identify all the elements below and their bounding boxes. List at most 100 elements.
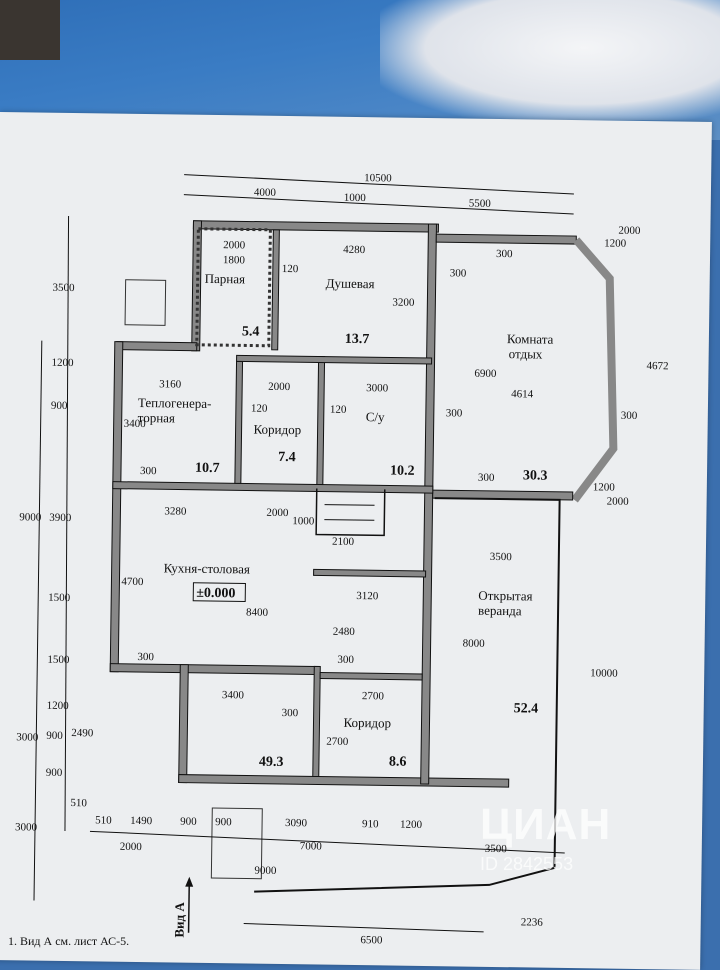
dim-label: 1200: [400, 819, 423, 831]
wall-bay: [571, 237, 618, 503]
floor-plan-sheet: Парная 5.4 Душевая 13.7 Комната отдых 30…: [0, 112, 712, 970]
dim-label: 1000: [344, 192, 367, 204]
level-mark-box: [192, 582, 246, 602]
room-lounge-name-2: отдых: [509, 346, 543, 361]
watermark-id: ID 2842553: [480, 854, 574, 874]
dim-label: 4000: [254, 187, 277, 199]
room-corridor1-name: Коридор: [253, 422, 301, 438]
dim-label: 3500: [52, 282, 75, 294]
dim-label: 2490: [71, 727, 94, 739]
dim-label: 2100: [332, 536, 355, 548]
wall-lounge-top: [435, 233, 577, 245]
steam-room-insulation: [195, 227, 272, 348]
room-lounge-area: 30.3: [523, 468, 548, 483]
entry-steps-south: [210, 807, 263, 880]
dim-label: 300: [140, 465, 157, 477]
background-corner: [0, 0, 60, 60]
wall-kitchen-top: [112, 481, 434, 494]
room-kitchen-name: Кухня-столовая: [164, 560, 250, 576]
dim-line-left2: [64, 215, 70, 831]
room-veranda-name-2: веранда: [478, 603, 522, 619]
room-steam-area: 5.4: [242, 324, 260, 339]
view-label: Вид А: [171, 901, 187, 937]
sheet-note: 1. Вид А см. лист АС-5.: [8, 934, 130, 948]
room-heat-area: 10.7: [195, 461, 220, 476]
wall-corridor-left: [234, 360, 244, 484]
dim-label: 1000: [292, 515, 315, 527]
dim-label: 2000: [618, 225, 641, 237]
dim-label: 300: [450, 267, 467, 279]
dim-label: 300: [337, 654, 354, 666]
dim-label: 300: [496, 248, 513, 260]
entry-steps-north: [124, 279, 167, 326]
dim-label: 9000: [254, 865, 277, 877]
room-shower-name: Душевая: [326, 276, 375, 292]
wall-kitchen-bottom: [109, 663, 316, 675]
dim-label: 8000: [463, 638, 486, 650]
room-veranda-area: 52.4: [514, 701, 539, 716]
dim-label: 4280: [343, 244, 366, 256]
dim-label: 1200: [47, 700, 70, 712]
dim-label: 1800: [223, 254, 246, 266]
wall-south: [178, 774, 510, 788]
dim-label: 4700: [121, 576, 144, 588]
dim-label: 510: [70, 797, 87, 809]
wall-west: [109, 341, 124, 673]
dim-label: 3400: [124, 418, 147, 430]
wall-corridor-right: [316, 355, 326, 486]
dim-line-left: [33, 340, 43, 901]
dim-label: 900: [46, 767, 63, 779]
dim-label: 3120: [356, 590, 379, 602]
dim-label: 6500: [360, 934, 383, 946]
dim-label: 1200: [593, 481, 616, 493]
dim-label: 4614: [511, 388, 534, 400]
dim-label: 900: [215, 816, 232, 828]
dim-label: 510: [95, 814, 112, 826]
room-shower-area: 13.7: [345, 332, 370, 347]
dim-label: 1200: [51, 357, 74, 369]
dim-label: 2000: [120, 841, 143, 853]
dim-label: 300: [478, 472, 495, 484]
dim-label: 300: [282, 707, 299, 719]
dim-label: 2000: [223, 239, 246, 251]
dim-label: 120: [330, 404, 347, 416]
view-arrow: [187, 882, 191, 933]
dim-label: 3500: [490, 551, 513, 563]
dim-label: 3280: [164, 505, 187, 517]
wall-shower-left: [271, 229, 280, 351]
dim-label: 900: [46, 730, 63, 742]
dim-label: 900: [180, 816, 197, 828]
dim-label: 9000: [19, 511, 42, 523]
dim-label: 3200: [392, 296, 415, 308]
dim-label: 910: [362, 818, 379, 830]
wall-hall-left: [178, 664, 189, 784]
wall-kitchen-partition: [313, 568, 427, 578]
dim-label: 120: [251, 403, 268, 415]
dim-line-bottom2: [243, 922, 484, 933]
room-wc-area: 10.2: [390, 463, 415, 478]
dim-label: 300: [137, 651, 154, 663]
dim-label: 3500: [485, 843, 508, 855]
dim-label: 6900: [474, 368, 497, 380]
room-heat-name-1: Теплогенера-: [138, 395, 212, 411]
dim-label: 8400: [246, 606, 269, 618]
dim-label: 2000: [268, 381, 291, 393]
wall-middle: [420, 223, 437, 785]
dim-label: 3000: [15, 821, 38, 833]
room-corridor1-area: 7.4: [278, 450, 296, 465]
room-wc-name: С/у: [366, 409, 385, 424]
watermark: ЦИАН ID 2842553: [480, 800, 680, 880]
dim-label: 3400: [222, 689, 245, 701]
veranda-outline: [254, 497, 561, 893]
dim-label: 5500: [469, 198, 492, 210]
dim-line-top: [184, 174, 574, 195]
dim-label: 3090: [285, 817, 308, 829]
dim-label: 4672: [646, 360, 668, 372]
watermark-logo: ЦИАН: [480, 800, 612, 849]
dim-label: 7000: [300, 840, 323, 852]
dim-label: 10500: [364, 172, 392, 184]
dim-label: 1200: [604, 237, 627, 249]
dim-label: 2000: [266, 507, 289, 519]
dim-label: 300: [446, 407, 463, 419]
room-hall-area: 49.3: [259, 755, 284, 770]
